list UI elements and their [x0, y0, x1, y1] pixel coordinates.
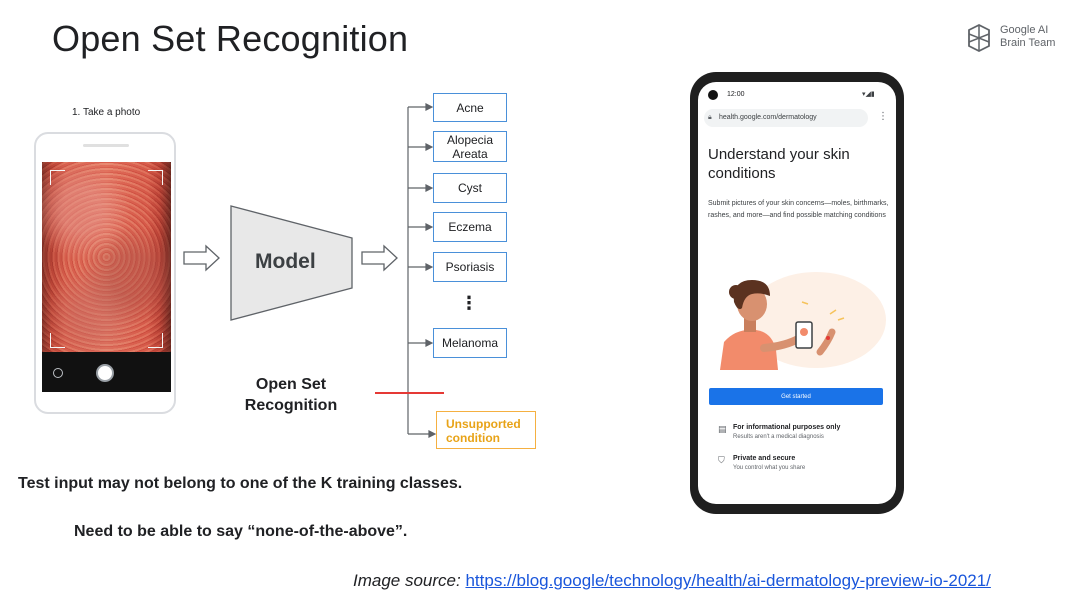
switch-camera-icon[interactable]	[53, 368, 63, 378]
logo-text: Google AI Brain Team	[1000, 24, 1055, 50]
phone-speaker	[83, 144, 129, 147]
osr-label: Open Set Recognition	[244, 376, 338, 414]
input-arrow-icon	[183, 244, 220, 272]
lock-icon: 🔒︎	[708, 114, 712, 121]
class-label: Alopecia	[446, 132, 494, 147]
shield-check-icon: ⛉	[718, 455, 725, 465]
output-arrow-icon	[361, 244, 398, 272]
viewfinder-corner	[148, 333, 163, 348]
class-box-alopecia-areata: Alopecia Areata	[433, 131, 507, 162]
viewfinder-corner	[50, 170, 65, 185]
info-subtitle: You control what you share	[733, 465, 806, 471]
class-label: Melanoma	[441, 336, 499, 350]
unsupported-label-2: condition	[446, 431, 500, 445]
info-private: ⛉ Private and secure You control what yo…	[718, 455, 888, 471]
class-box-psoriasis: Psoriasis	[433, 252, 507, 282]
unsupported-condition-box: Unsupported condition	[436, 411, 536, 449]
class-label: Eczema	[448, 220, 492, 234]
get-started-button[interactable]: Get started	[709, 388, 883, 405]
logo-line-2: Brain Team	[1000, 37, 1056, 49]
person-illustration	[720, 272, 886, 370]
app-subtext: Submit pictures of your skin concerns—mo…	[708, 200, 889, 219]
document-icon: ▤	[718, 424, 727, 434]
class-label: Acne	[456, 100, 484, 115]
source-link[interactable]: https://blog.google/technology/health/ai…	[465, 571, 991, 590]
statement-1: Test input may not belong to one of the …	[18, 475, 463, 492]
info-title: For informational purposes only	[733, 424, 841, 431]
class-box-eczema: Eczema	[433, 212, 507, 242]
skin-photo	[42, 162, 171, 352]
google-ai-logo: Google AI Brain Team	[964, 22, 1064, 58]
ellipsis-icon: ⋮	[460, 293, 478, 313]
viewfinder-corner	[148, 170, 163, 185]
unsupported-label: Unsupported	[446, 417, 521, 431]
menu-kebab-icon[interactable]: ⋮	[878, 111, 888, 122]
info-subtitle: Results aren't a medical diagnosis	[733, 434, 824, 440]
info-informational: ▤ For informational purposes only Result…	[718, 424, 888, 440]
url-bar[interactable]	[704, 109, 868, 127]
take-photo-label: 1. Take a photo	[72, 107, 141, 118]
model-label: Model	[255, 250, 316, 273]
url-text: health.google.com/dermatology	[719, 114, 817, 121]
source-label: Image source:	[353, 571, 461, 590]
status-time: 12:00	[727, 91, 745, 98]
app-heading: Understand your skin conditions	[708, 146, 850, 182]
class-box-melanoma: Melanoma	[433, 328, 507, 358]
logo-line-1: Google AI	[1000, 24, 1049, 36]
branch-arrows	[408, 103, 437, 438]
slide-title: Open Set Recognition	[52, 18, 409, 59]
brain-logo-icon	[968, 23, 990, 53]
image-source: Image source: https://blog.google/techno…	[353, 571, 991, 591]
statement-2: Need to be able to say “none-of-the-abov…	[74, 523, 408, 540]
viewfinder-corner	[50, 333, 65, 348]
info-title: Private and secure	[733, 455, 796, 462]
shutter-button[interactable]	[96, 364, 114, 382]
class-label: Cyst	[458, 181, 482, 195]
class-box-cyst: Cyst	[433, 173, 507, 203]
class-label: Psoriasis	[445, 260, 495, 274]
status-icons: ▾◢▮	[862, 91, 875, 98]
class-label-2: Areata	[452, 146, 488, 161]
model-trapezoid	[230, 205, 353, 321]
class-box-acne: Acne	[433, 93, 507, 122]
front-camera	[708, 90, 718, 100]
